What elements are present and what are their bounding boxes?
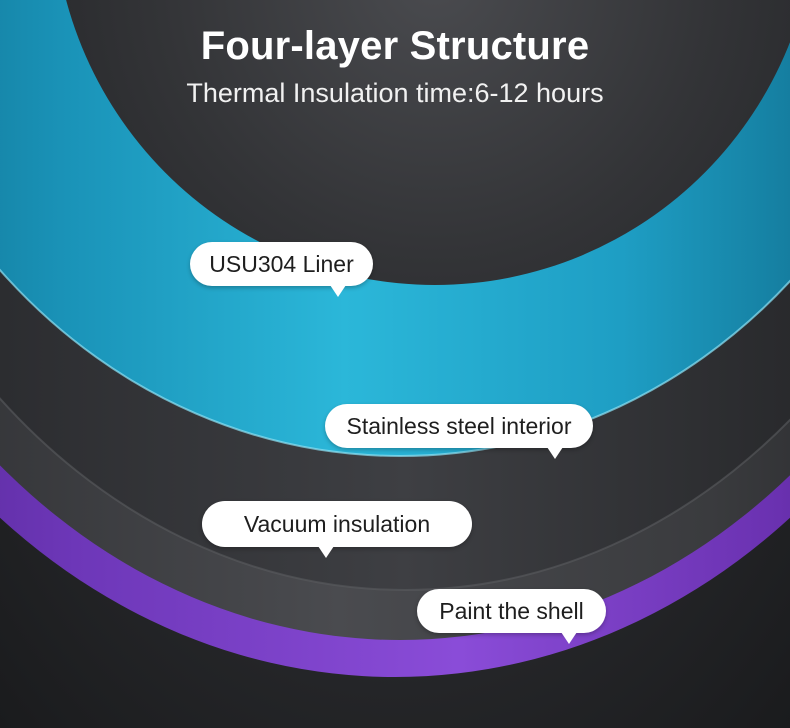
- callout-vacuum-insulation: Vacuum insulation: [202, 501, 472, 558]
- callout-stainless-steel: Stainless steel interior: [325, 404, 593, 459]
- page-title: Four-layer Structure: [200, 24, 590, 68]
- stainless-rim-highlight: [0, 396, 790, 591]
- callout-liner: USU304 Liner: [190, 242, 373, 297]
- callout-paint-shell: Paint the shell: [417, 589, 606, 644]
- liner-edge-highlight: [0, 268, 790, 457]
- page-subtitle: Thermal Insulation time:6-12 hours: [186, 78, 604, 108]
- inner-cavity: [66, 0, 790, 285]
